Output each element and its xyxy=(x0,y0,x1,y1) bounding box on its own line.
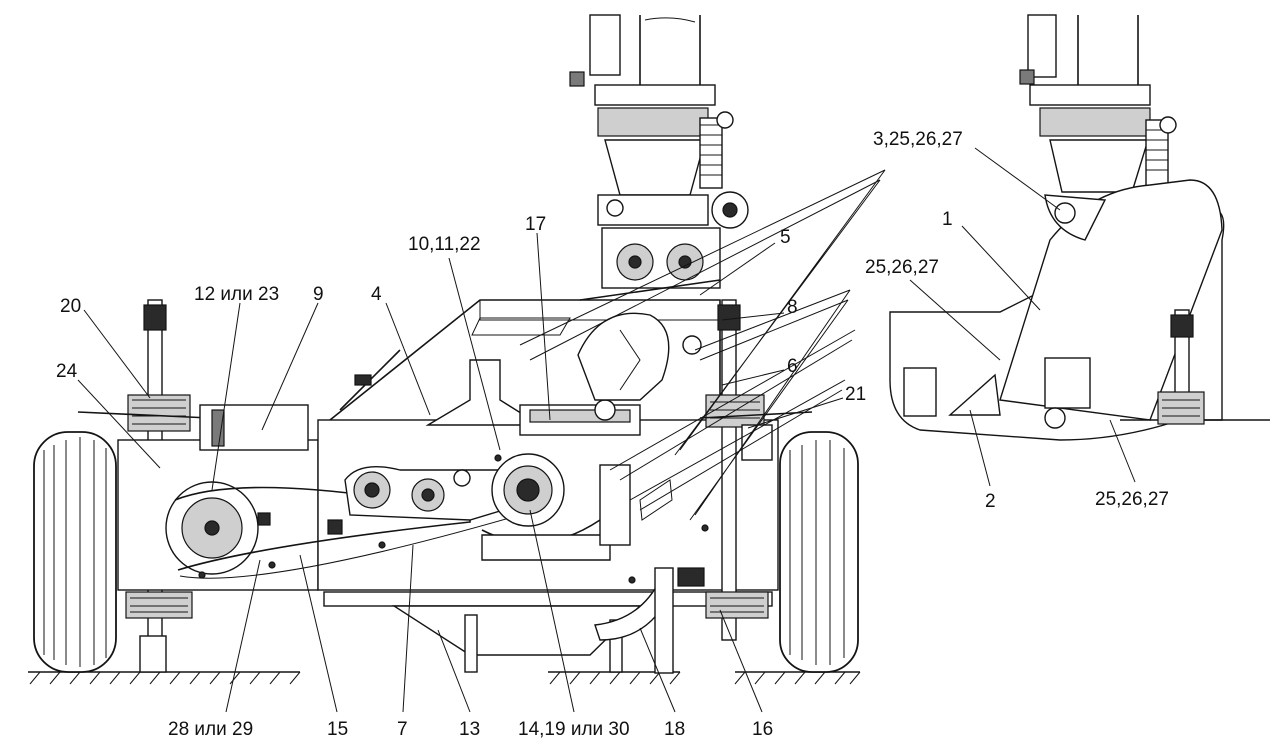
callout-2: 2 xyxy=(985,491,996,512)
callout-21: 21 xyxy=(845,384,866,405)
callout-15: 15 xyxy=(327,719,348,740)
belt-drive-left xyxy=(165,481,521,579)
side-view-body xyxy=(889,179,1270,441)
callout-25-26-27-bottom: 25,26,27 xyxy=(1095,489,1169,510)
central-hub xyxy=(481,453,631,561)
callout-16: 16 xyxy=(752,719,773,740)
callout-25-26-27-top: 25,26,27 xyxy=(865,257,939,278)
callout-3-25-26-27: 3,25,26,27 xyxy=(873,129,963,150)
bottom-chute xyxy=(391,567,705,674)
callout-5: 5 xyxy=(780,227,791,248)
callout-13: 13 xyxy=(459,719,480,740)
cutter-outlines xyxy=(471,169,886,521)
fasteners xyxy=(198,454,709,584)
center-hopper xyxy=(425,359,641,436)
pulley-group xyxy=(257,466,522,535)
callout-4: 4 xyxy=(371,284,382,305)
callout-9: 9 xyxy=(313,284,324,305)
callout-20: 20 xyxy=(60,296,81,317)
leader-lines xyxy=(77,147,1136,713)
right-wheel xyxy=(779,431,859,673)
callout-10-11-22: 10,11,22 xyxy=(408,234,481,255)
central-mast xyxy=(569,14,749,401)
callout-12-or-23: 12 или 23 xyxy=(194,284,279,305)
callout-7: 7 xyxy=(397,719,408,740)
side-view-mast xyxy=(1019,14,1177,193)
callout-14-19-or-30: 14,19 или 30 xyxy=(518,719,630,740)
callout-28-or-29: 28 или 29 xyxy=(168,719,253,740)
callout-24: 24 xyxy=(56,361,78,382)
callout-1: 1 xyxy=(942,209,953,230)
callout-18: 18 xyxy=(664,719,685,740)
right-strut xyxy=(699,299,813,641)
callout-6: 6 xyxy=(787,356,798,377)
callout-17: 17 xyxy=(525,214,546,235)
ground-right xyxy=(734,671,861,685)
left-wheel xyxy=(33,431,117,673)
callout-8: 8 xyxy=(787,297,798,318)
ground-left xyxy=(28,671,301,685)
